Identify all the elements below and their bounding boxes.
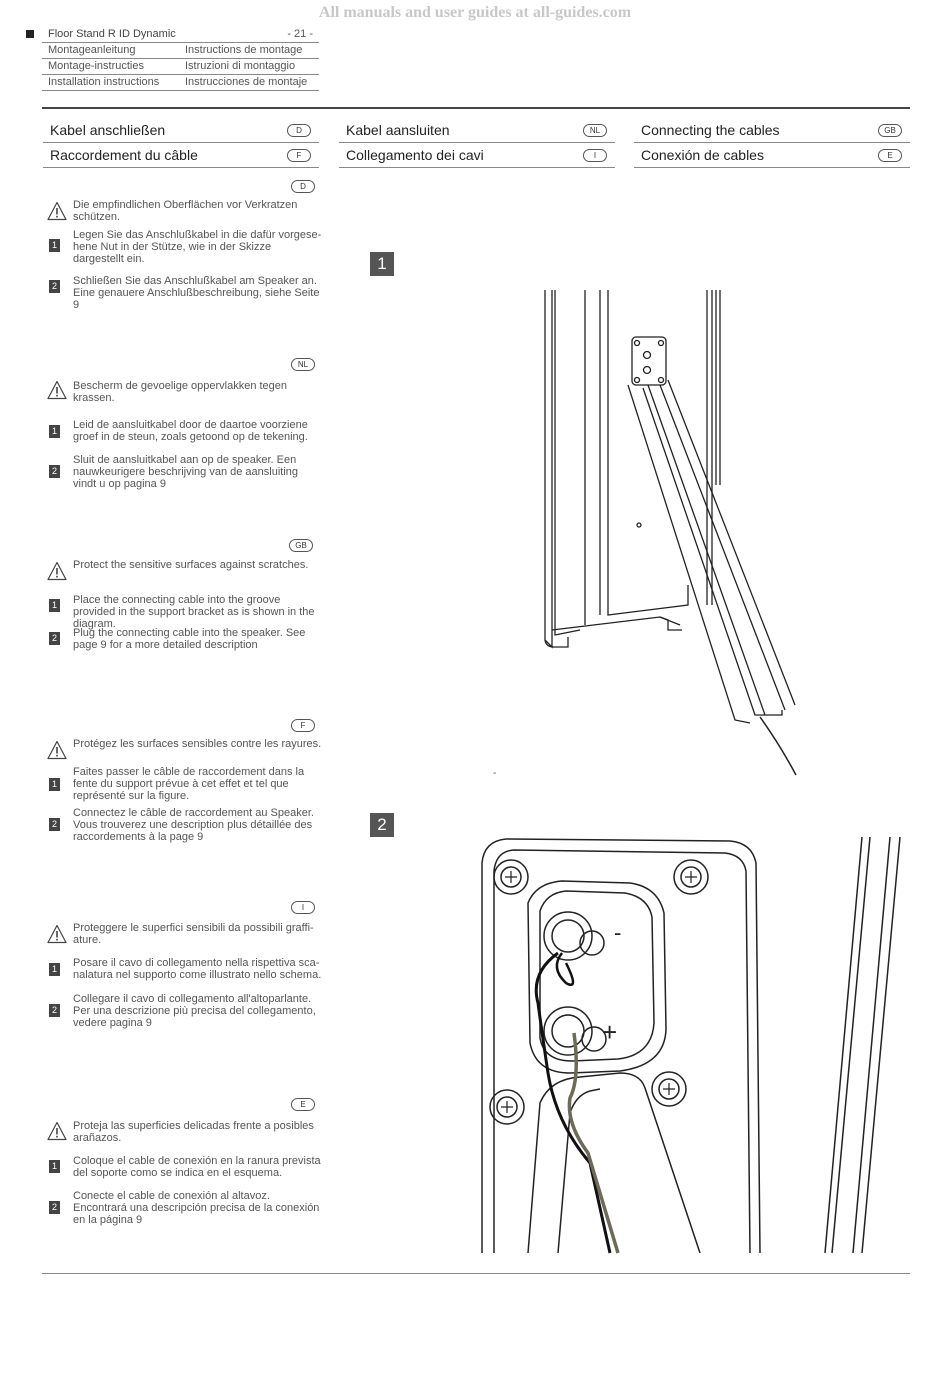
section-badge: NL xyxy=(291,358,315,371)
step-1-text: Coloque el cable de conexión en la ranur… xyxy=(73,1155,321,1179)
figure-step-1-marker: 1 xyxy=(370,252,394,276)
step-number-1: 1 xyxy=(49,425,60,438)
title-text: Conexión de cables xyxy=(641,147,764,163)
step-number-2: 2 xyxy=(49,1201,60,1214)
warning-text: Die empfindlichen Oberflächen vor Verkra… xyxy=(73,199,298,223)
title-f: Raccordement du câble F xyxy=(43,143,319,168)
header-row: Installation instructions Instrucciones … xyxy=(42,75,319,91)
header-left-label: Montage-instructies xyxy=(48,60,144,72)
title-text: Collegamento dei cavi xyxy=(346,147,484,163)
warning-icon xyxy=(47,740,67,760)
top-rule xyxy=(42,107,910,109)
step-2-text: Collegare il cavo di collegamento all'al… xyxy=(73,993,316,1029)
language-badge: E xyxy=(878,149,902,162)
minus-symbol: - xyxy=(614,920,621,945)
title-gb: Connecting the cables GB xyxy=(634,118,910,143)
figure-2-terminal-illustration: - + xyxy=(481,836,901,1254)
section-badge: E xyxy=(291,1098,315,1111)
figure-dash-mark: - xyxy=(493,768,497,779)
step-number-1: 1 xyxy=(49,1160,60,1173)
section-badge: F xyxy=(291,719,315,732)
step-number-2: 2 xyxy=(49,818,60,831)
figure-1-stand-illustration xyxy=(544,290,797,776)
section-badge: D xyxy=(291,180,315,193)
language-badge: I xyxy=(583,149,607,162)
header-right-label: Istruzioni di montaggio xyxy=(185,60,296,72)
header-bullet xyxy=(26,30,34,38)
header-row: Montageanleitung Instructions de montage xyxy=(42,43,319,59)
step-number-2: 2 xyxy=(49,632,60,645)
warning-text: Protégez les surfaces sensibles contre l… xyxy=(73,738,322,750)
header-left-label: Installation instructions xyxy=(48,76,160,88)
header-right-label: Instrucciones de montaje xyxy=(185,76,308,88)
watermark: All manuals and user guides at all-guide… xyxy=(318,4,632,21)
step-2-text: Plug the connecting cable into the speak… xyxy=(73,627,306,651)
language-badge: F xyxy=(287,149,311,162)
step-2-text: Conecte el cable de conexión al altavoz.… xyxy=(73,1190,320,1226)
section-badge: I xyxy=(291,901,315,914)
step-number-2: 2 xyxy=(49,1004,60,1017)
step-1-text: Faites passer le câble de raccordement d… xyxy=(73,766,305,802)
title-text: Kabel aansluiten xyxy=(346,122,450,138)
header-row: Montage-instructies Istruzioni di montag… xyxy=(42,59,319,75)
title-i: Collegamento dei cavi I xyxy=(339,143,615,168)
step-1-text: Legen Sie das Anschlußkabel in die dafür… xyxy=(73,229,322,265)
title-text: Connecting the cables xyxy=(641,122,780,138)
step-1-text: Posare il cavo di collegamento nella ris… xyxy=(73,957,322,981)
language-badge: D xyxy=(287,124,311,137)
title-e: Conexión de cables E xyxy=(634,143,910,168)
step-number-1: 1 xyxy=(49,599,60,612)
warning-icon xyxy=(47,201,67,221)
step-1-text: Leid de aansluitkabel door de daartoe vo… xyxy=(73,419,308,443)
warning-icon xyxy=(47,1121,67,1141)
header-left-label: Montageanleitung xyxy=(48,44,136,56)
step-number-2: 2 xyxy=(49,465,60,478)
title-d: Kabel anschließen D xyxy=(43,118,319,143)
page-number: - 21 - xyxy=(287,28,313,40)
title-text: Raccordement du câble xyxy=(50,147,198,163)
step-2-text: Sluit de aansluitkabel aan op de speaker… xyxy=(73,454,299,490)
step-number-1: 1 xyxy=(49,778,60,791)
header-product-row: Floor Stand R ID Dynamic - 21 - xyxy=(42,27,319,43)
step-2-text: Connectez le câble de raccordement au Sp… xyxy=(73,807,314,843)
warning-icon xyxy=(47,561,67,581)
warning-text: Protect the sensitive surfaces against s… xyxy=(73,559,309,571)
step-2-text: Schließen Sie das Anschlußkabel am Speak… xyxy=(73,275,320,311)
bottom-rule xyxy=(42,1273,910,1274)
header-right-label: Instructions de montage xyxy=(185,44,303,56)
step-number-2: 2 xyxy=(49,280,60,293)
product-name: Floor Stand R ID Dynamic xyxy=(48,28,176,40)
figure-step-2-marker: 2 xyxy=(370,813,394,837)
step-1-text: Place the connecting cable into the groo… xyxy=(73,594,315,630)
warning-text: Proteja las superficies delicadas frente… xyxy=(73,1120,314,1144)
step-number-1: 1 xyxy=(49,239,60,252)
plus-symbol: + xyxy=(602,1017,617,1047)
warning-icon xyxy=(47,924,67,944)
language-badge: NL xyxy=(583,124,607,137)
title-nl: Kabel aansluiten NL xyxy=(339,118,615,143)
title-text: Kabel anschließen xyxy=(50,122,166,138)
warning-text: Proteggere le superfici sensibili da pos… xyxy=(73,922,314,946)
warning-icon xyxy=(47,380,67,400)
section-badge: GB xyxy=(289,539,313,552)
step-number-1: 1 xyxy=(49,963,60,976)
warning-text: Bescherm de gevoelige oppervlakken tegen… xyxy=(73,380,288,404)
language-badge: GB xyxy=(878,124,902,137)
